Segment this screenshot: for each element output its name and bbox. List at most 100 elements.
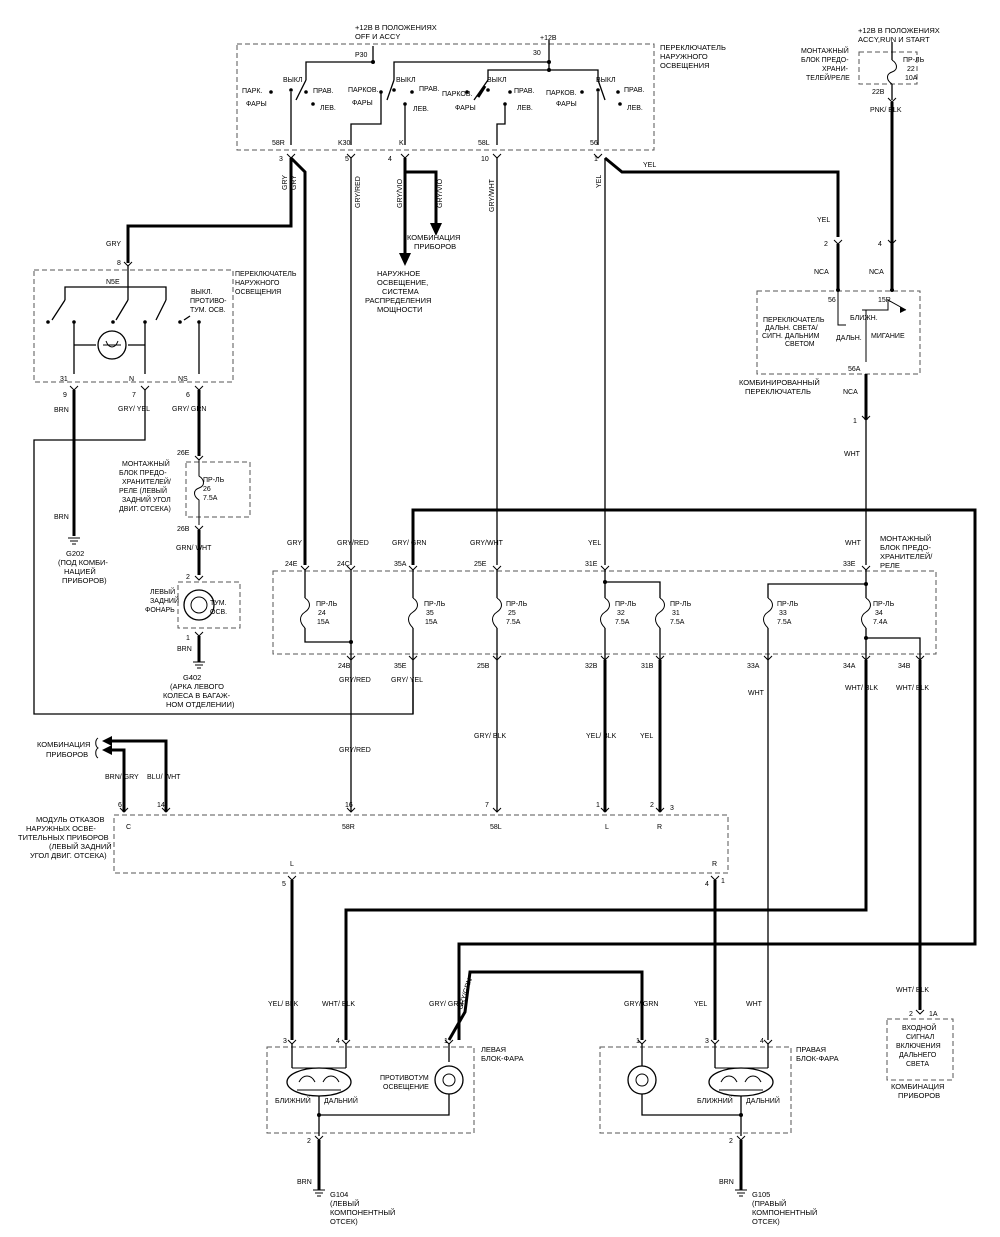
svg-text:ВЫКЛ: ВЫКЛ [596, 77, 616, 84]
svg-text:МОЩНОСТИ: МОЩНОСТИ [377, 305, 423, 314]
svg-text:ОТСЕК): ОТСЕК) [752, 1217, 780, 1226]
svg-text:WHT: WHT [746, 1001, 763, 1008]
wire-56-yel: YEL YEL YEL [596, 156, 840, 565]
svg-text:2: 2 [186, 574, 190, 581]
svg-text:ACCY,RUN И START: ACCY,RUN И START [858, 35, 930, 44]
svg-text:ХРАНИ-: ХРАНИ- [822, 66, 849, 73]
svg-text:L: L [605, 824, 609, 831]
wire-k30-gry-red: GRY/RED [350, 158, 362, 565]
svg-text:2: 2 [909, 1011, 913, 1018]
svg-text:GRY/WHT: GRY/WHT [489, 178, 496, 212]
svg-text:4: 4 [336, 1038, 340, 1045]
svg-text:+12В: +12В [540, 35, 557, 42]
wire-58l-gry-wht: GRY/WHT [489, 158, 498, 565]
svg-text:BRN: BRN [177, 646, 192, 653]
svg-text:C: C [126, 824, 131, 831]
svg-text:НАРУЖНОГО: НАРУЖНОГО [660, 52, 708, 61]
svg-text:ПР-ЛЬ: ПР-ЛЬ [777, 601, 799, 608]
svg-text:ОСВЕЩЕНИЕ,: ОСВЕЩЕНИЕ, [377, 278, 428, 287]
svg-text:25: 25 [508, 610, 516, 617]
svg-text:ПЕРЕКЛЮЧАТЕЛЬ: ПЕРЕКЛЮЧАТЕЛЬ [660, 43, 726, 52]
svg-text:WHT: WHT [844, 451, 861, 458]
svg-text:КОМПОНЕНТНЫЙ: КОМПОНЕНТНЫЙ [330, 1208, 395, 1217]
svg-text:МИГАНИЕ: МИГАНИЕ [871, 333, 905, 340]
svg-text:МОНТАЖНЫЙ: МОНТАЖНЫЙ [801, 46, 849, 55]
svg-text:YEL: YEL [640, 733, 653, 740]
ground-g105: G105 (ПРАВЫЙ КОМПОНЕНТНЫЙ ОТСЕК) [752, 1190, 817, 1226]
svg-text:ЛЕВ.: ЛЕВ. [320, 105, 336, 112]
svg-text:ПРАВ.: ПРАВ. [313, 88, 334, 95]
svg-text:КОМБИНАЦИЯ: КОМБИНАЦИЯ [37, 740, 90, 749]
svg-text:НАРУЖНЫХ ОСВЕ-: НАРУЖНЫХ ОСВЕ- [26, 824, 96, 833]
svg-text:R: R [657, 824, 662, 831]
svg-text:GRY/ YEL: GRY/ YEL [391, 677, 423, 684]
svg-text:ОСВЕЩЕНИЯ: ОСВЕЩЕНИЯ [235, 289, 281, 296]
ground-g202: G202 (ПОД КОМБИ- НАЦИЕЙ ПРИБОРОВ) [58, 537, 108, 585]
svg-text:26: 26 [203, 486, 211, 493]
svg-text:БЛОК ПРЕДО-: БЛОК ПРЕДО- [119, 470, 167, 477]
svg-text:GRY/RED: GRY/RED [339, 677, 371, 684]
svg-text:КОМПОНЕНТНЫЙ: КОМПОНЕНТНЫЙ [752, 1208, 817, 1217]
svg-text:31B: 31B [641, 663, 654, 670]
svg-text:10: 10 [481, 156, 489, 163]
svg-text:ПР-ЛЬ: ПР-ЛЬ [873, 601, 895, 608]
svg-text:4: 4 [705, 881, 709, 888]
svg-text:ДВИГ. ОТСЕКА): ДВИГ. ОТСЕКА) [119, 506, 171, 513]
svg-text:BRN/ GRY: BRN/ GRY [105, 774, 139, 781]
svg-text:ЛЕВ.: ЛЕВ. [627, 105, 643, 112]
svg-text:1: 1 [596, 802, 600, 809]
svg-text:ВЫКЛ: ВЫКЛ [487, 77, 507, 84]
svg-text:NCA: NCA [814, 269, 829, 276]
svg-text:ТИТЕЛЬНЫХ ПРИБОРОВ: ТИТЕЛЬНЫХ ПРИБОРОВ [18, 833, 109, 842]
svg-text:ПРОТИВОТУМ: ПРОТИВОТУМ [380, 1075, 429, 1082]
wire-58r-gry: GRY GRY GRY [106, 156, 307, 565]
svg-text:2: 2 [307, 1138, 311, 1145]
svg-text:14: 14 [157, 802, 165, 809]
svg-text:УГОЛ ДВИГ. ОТСЕКА): УГОЛ ДВИГ. ОТСЕКА) [30, 851, 107, 860]
svg-text:РАСПРЕДЕЛЕНИЯ: РАСПРЕДЕЛЕНИЯ [365, 296, 431, 305]
svg-text:34: 34 [875, 610, 883, 617]
svg-text:1: 1 [594, 156, 598, 163]
svg-text:56: 56 [828, 297, 836, 304]
svg-text:16: 16 [345, 802, 353, 809]
svg-text:33A: 33A [747, 663, 760, 670]
svg-text:15R: 15R [878, 297, 891, 304]
svg-text:3: 3 [279, 156, 283, 163]
svg-text:ПР-ЛЬ: ПР-ЛЬ [424, 601, 446, 608]
svg-text:1: 1 [721, 878, 725, 885]
svg-text:ОТСЕК): ОТСЕК) [330, 1217, 358, 1226]
svg-text:ВЫКЛ: ВЫКЛ [396, 77, 416, 84]
svg-text:ФАРЫ: ФАРЫ [352, 100, 373, 107]
svg-text:9: 9 [63, 392, 67, 399]
svg-text:МОНТАЖНЫЙ: МОНТАЖНЫЙ [880, 534, 931, 543]
svg-text:1: 1 [186, 635, 190, 642]
instrument-cluster-label-1: КОМБИНАЦИЯ ПРИБОРОВ [407, 233, 460, 251]
fog-switch-wires: BRN BRN GRY/ YEL GRY/ GRN [33, 390, 414, 715]
svg-text:ПР-ЛЬ: ПР-ЛЬ [203, 477, 225, 484]
svg-text:СИГН. ДАЛЬНИМ: СИГН. ДАЛЬНИМ [762, 333, 820, 340]
svg-text:НАЦИЕЙ: НАЦИЕЙ [64, 567, 96, 576]
svg-text:ПР-ЛЬ: ПР-ЛЬ [903, 57, 925, 64]
svg-text:34A: 34A [843, 663, 856, 670]
svg-text:25B: 25B [477, 663, 490, 670]
svg-text:ПР-ЛЬ: ПР-ЛЬ [615, 601, 637, 608]
svg-text:ОСВЕЩЕНИЯ: ОСВЕЩЕНИЯ [660, 61, 710, 70]
fuse-block-26: 26E ПР-ЛЬ 26 7.5A МОНТАЖНЫЙ БЛОК ПРЕДО- … [119, 450, 251, 575]
svg-text:КОМБИНИРОВАННЫЙ: КОМБИНИРОВАННЫЙ [739, 378, 820, 387]
svg-text:GRN/ WHT: GRN/ WHT [176, 545, 212, 552]
svg-text:КОМБИНАЦИЯ: КОМБИНАЦИЯ [891, 1082, 944, 1091]
svg-text:ПР-ЛЬ: ПР-ЛЬ [506, 601, 528, 608]
svg-text:26E: 26E [177, 450, 190, 457]
svg-text:ЗАДНИЙ: ЗАДНИЙ [150, 596, 179, 605]
svg-text:1: 1 [636, 1038, 640, 1045]
svg-text:7.5A: 7.5A [777, 619, 792, 626]
svg-text:КОМБИНАЦИЯ: КОМБИНАЦИЯ [407, 233, 460, 242]
svg-text:ТУМ. ОСВ.: ТУМ. ОСВ. [190, 307, 226, 314]
svg-text:ЛЕВАЯ: ЛЕВАЯ [481, 1045, 506, 1054]
svg-text:YEL: YEL [588, 540, 601, 547]
svg-text:BRN: BRN [719, 1179, 734, 1186]
svg-text:1: 1 [853, 418, 857, 425]
svg-text:СИГНАЛ: СИГНАЛ [906, 1034, 935, 1041]
svg-text:GRY/ GRN: GRY/ GRN [429, 1001, 464, 1008]
svg-text:34B: 34B [898, 663, 911, 670]
